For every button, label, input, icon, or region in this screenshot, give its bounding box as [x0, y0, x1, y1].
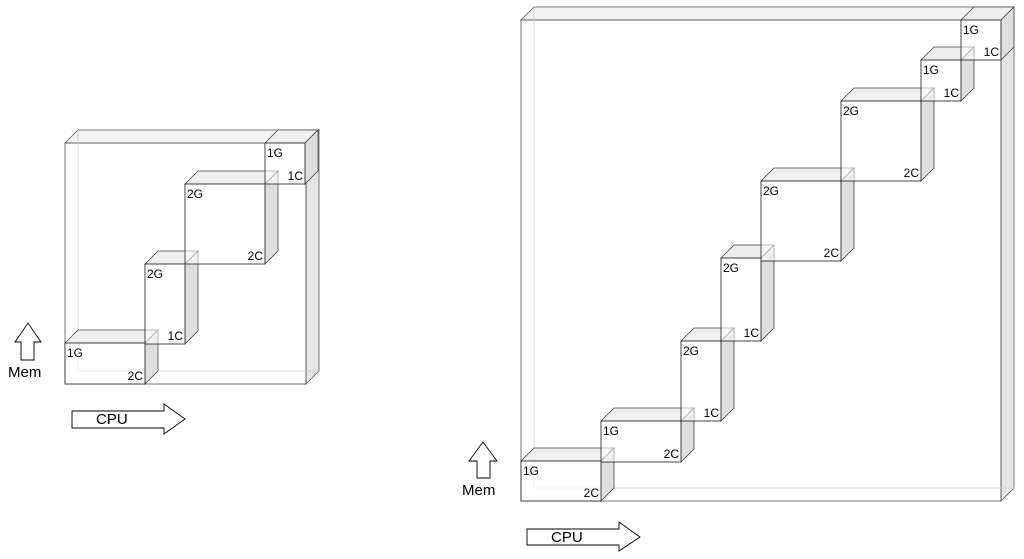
block-cpu-label: 2C — [128, 369, 144, 383]
block-front-face — [920, 59, 962, 102]
block-front-face — [264, 142, 306, 185]
block-memory-label: 1G — [963, 23, 979, 37]
right-container-top-face — [520, 6, 1015, 21]
block-front-face — [960, 19, 1002, 61]
block-memory-label: 2G — [187, 187, 203, 201]
block-side-face — [720, 327, 735, 422]
block-top-face — [760, 167, 855, 182]
block-cpu-label: 2C — [664, 447, 680, 461]
resource-block: 1G 1C — [264, 129, 319, 185]
resource-block: 1G 1C — [960, 6, 1015, 61]
block-front-face — [184, 183, 266, 265]
resource-block: 2G 1C — [680, 327, 735, 422]
block-cpu-label: 1C — [744, 326, 760, 340]
resource-block: 1G 2C — [520, 447, 615, 502]
block-front-face — [760, 180, 842, 262]
block-front-face — [144, 263, 186, 345]
block-memory-label: 1G — [603, 424, 619, 438]
resource-block: 1G 2C — [600, 407, 695, 463]
block-front-face — [600, 420, 682, 463]
resource-block: 1G 2C — [64, 329, 159, 385]
block-cpu-label: 1C — [704, 406, 720, 420]
block-side-face — [264, 170, 279, 265]
block-side-face — [920, 87, 935, 182]
block-top-face — [184, 170, 279, 185]
block-front-face — [64, 342, 146, 385]
block-front-face — [520, 460, 602, 502]
block-memory-label: 1G — [923, 63, 939, 77]
left-cpu-axis-label: CPU — [96, 411, 128, 428]
cpu-arrow-icon — [526, 521, 641, 552]
block-memory-label: 1G — [523, 464, 539, 478]
block-cpu-label: 1C — [944, 86, 960, 100]
left-diagram: 1G 2C 2G 1C 2G 2C 1G 1C Mem CPU — [8, 129, 320, 435]
block-top-face — [840, 87, 935, 102]
block-side-face — [840, 167, 855, 262]
right-mem-axis-label: Mem — [462, 482, 495, 499]
resource-block: 2G 2C — [760, 167, 855, 262]
cpu-arrow-icon — [71, 403, 186, 435]
block-memory-label: 2G — [683, 344, 699, 358]
block-front-face — [840, 100, 922, 182]
block-cpu-label: 2C — [904, 166, 920, 180]
mem-arrow-icon — [468, 441, 498, 479]
block-cpu-label: 1C — [288, 169, 304, 183]
block-memory-label: 1G — [67, 346, 83, 360]
resource-block: 2G 1C — [144, 250, 199, 345]
right-blocks: 1G 2C 1G 2C 2G 1C 2G 1C 2G 2C 2G 2C 1G 1C 1G 1C — [520, 6, 1015, 502]
right-diagram: 1G 2C 1G 2C 2G 1C 2G 1C 2G 2C 2G 2C 1G 1C 1G 1C Mem CPU — [462, 6, 1015, 552]
block-top-face — [520, 447, 615, 462]
block-cpu-label: 1C — [168, 329, 184, 343]
block-memory-label: 2G — [843, 104, 859, 118]
right-container-front — [520, 19, 1002, 502]
right-container-right-face — [1000, 6, 1015, 502]
block-front-face — [680, 340, 722, 422]
block-top-face — [600, 407, 695, 422]
resource-block: 2G 2C — [184, 170, 279, 265]
resource-block: 1G 1C — [920, 46, 975, 102]
block-memory-label: 1G — [267, 146, 283, 160]
right-cpu-axis-label: CPU — [551, 529, 583, 546]
block-side-face — [184, 250, 199, 345]
mem-arrow-icon — [14, 322, 42, 361]
block-cpu-label: 2C — [248, 249, 264, 263]
block-cpu-label: 2C — [584, 486, 600, 500]
block-memory-label: 2G — [723, 261, 739, 275]
block-memory-label: 2G — [147, 267, 163, 281]
block-cpu-label: 1C — [984, 45, 1000, 59]
block-front-face — [720, 257, 762, 342]
block-cpu-label: 2C — [824, 246, 840, 260]
left-blocks: 1G 2C 2G 1C 2G 2C 1G 1C — [64, 129, 319, 385]
block-top-face — [64, 329, 159, 344]
left-container-front — [64, 142, 307, 385]
left-mem-axis-label: Mem — [8, 364, 41, 381]
resource-block: 2G 2C — [840, 87, 935, 182]
block-memory-label: 2G — [763, 184, 779, 198]
